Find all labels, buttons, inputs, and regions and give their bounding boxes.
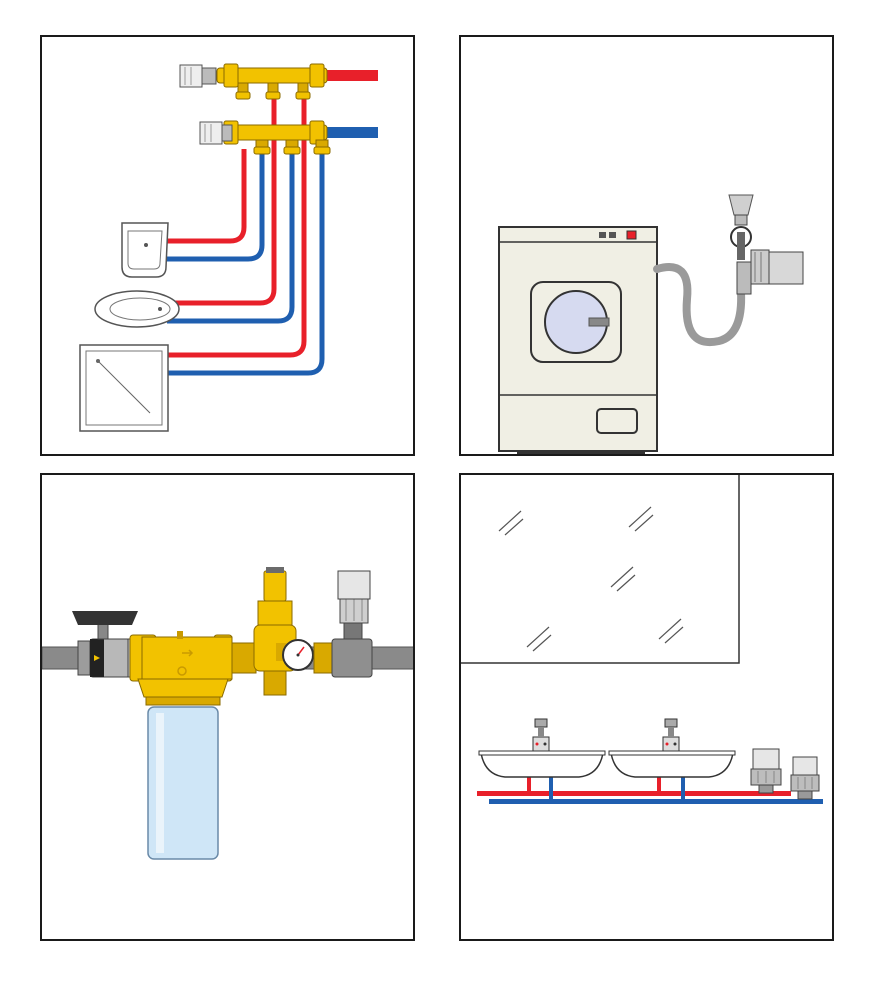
wash-basins-diagram — [461, 475, 823, 804]
pressure-reducer-icon — [253, 567, 297, 696]
hot-pipe-basin — [167, 149, 247, 244]
ball-valve-icon — [72, 611, 138, 678]
arrester-icon — [331, 570, 373, 678]
panel-filter-and-pressure-reducer — [40, 473, 415, 941]
hot-supply-pipe — [322, 70, 378, 81]
cold-pipe-basin — [167, 149, 265, 262]
cold-supply-pipe — [322, 127, 378, 138]
water-hammer-arrester-icon — [736, 249, 804, 295]
manifold-icon — [216, 63, 328, 100]
panel-washing-machine-connection — [459, 35, 834, 456]
washbasin-icon — [608, 718, 736, 778]
hot-pipe-shower — [167, 97, 307, 358]
pipe-network — [167, 97, 325, 376]
water-hammer-arrester-icon — [790, 756, 820, 800]
washing-machine-icon — [498, 226, 658, 454]
hot-pipe — [477, 791, 791, 796]
washbasin-icon — [121, 222, 169, 278]
cold-pipe-shower — [167, 149, 325, 376]
valve-actuator-icon — [179, 64, 217, 88]
cold-pipe — [489, 799, 823, 804]
bidet-icon — [94, 290, 180, 328]
panel-wash-basins-with-arresters — [459, 473, 834, 941]
manifold-diagram — [79, 63, 378, 432]
water-filter-icon — [129, 631, 233, 860]
hot-pipe-bidet — [167, 97, 277, 306]
pressure-gauge-icon — [276, 639, 314, 671]
water-hammer-arrester-icon — [750, 748, 782, 794]
washbasin-icon — [478, 718, 606, 778]
valve-actuator-icon — [199, 121, 233, 145]
mirror-icon — [461, 475, 740, 664]
filter-reducer-diagram — [42, 567, 413, 860]
washing-machine-diagram — [498, 194, 804, 454]
cold-pipe-bidet — [167, 149, 295, 324]
tap-icon — [728, 194, 754, 260]
panel-manifold-distribution — [40, 35, 415, 456]
flexible-hose-icon — [653, 263, 746, 347]
shower-tray-icon — [79, 344, 169, 432]
